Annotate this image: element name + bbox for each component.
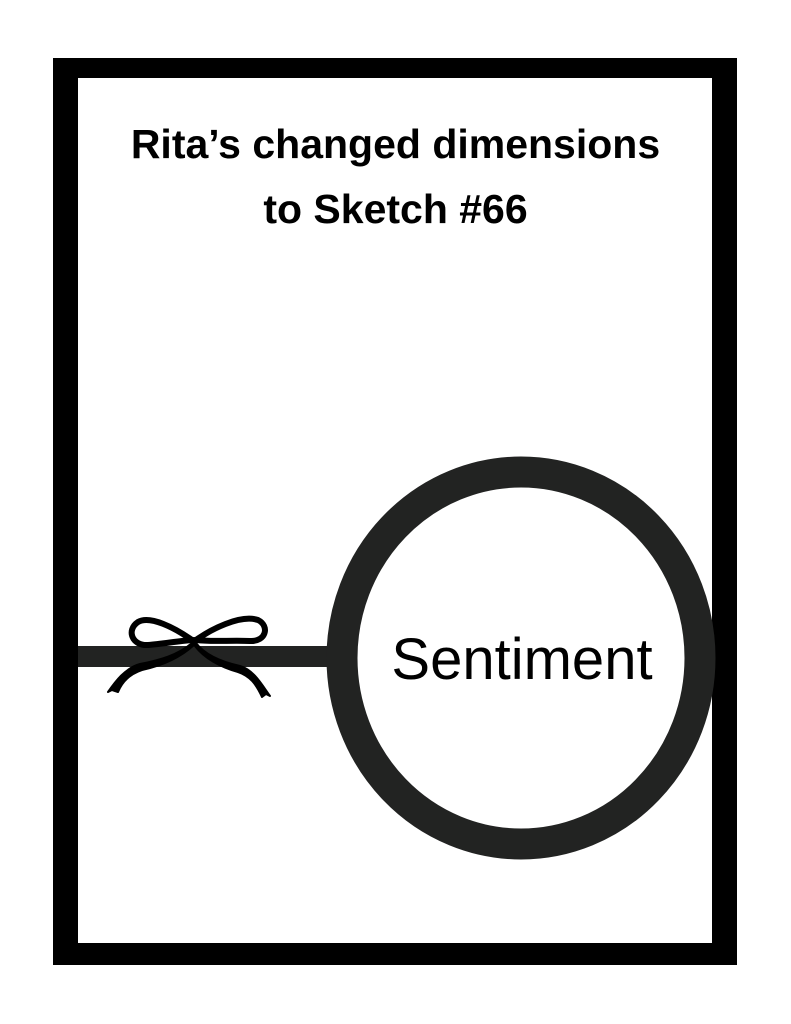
page-title: Rita’s changed dimensions to Sketch #66 [0, 112, 791, 242]
title-line-1: Rita’s changed dimensions [130, 121, 661, 167]
title-line-2: to Sketch #66 [263, 186, 528, 232]
sentiment-label: Sentiment [391, 627, 653, 692]
ribbon-bow-icon [107, 615, 271, 698]
sentiment-circle [326, 456, 716, 860]
